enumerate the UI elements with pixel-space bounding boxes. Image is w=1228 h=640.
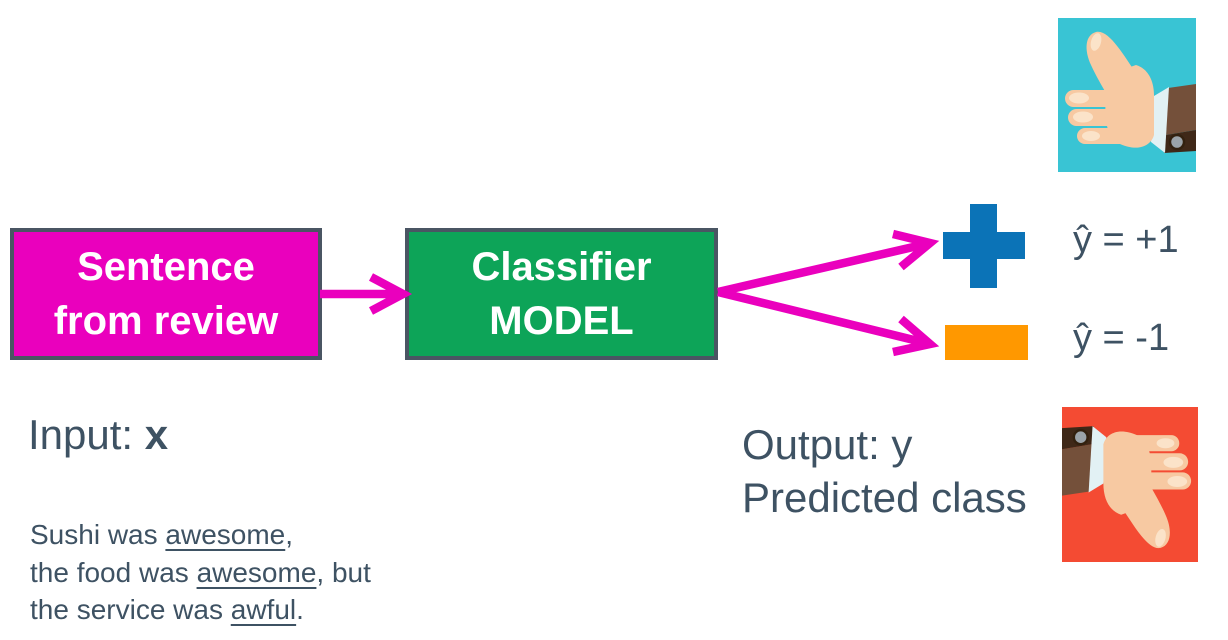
example-review-text: Sushi was awesome, the food was awesome,… — [30, 516, 371, 629]
minus-icon — [945, 325, 1028, 360]
model-box-label-line2: MODEL — [489, 299, 634, 343]
model-box-label-line1: Classifier — [471, 245, 652, 289]
classifier-model-box: Classifier MODEL — [405, 228, 718, 360]
plus-icon — [943, 204, 1025, 288]
example-line: Sushi was awesome, — [30, 519, 294, 550]
positive-class-label: ŷ = +1 — [1073, 219, 1179, 261]
underlined-word: awesome — [196, 556, 317, 588]
example-line: the service was awful. — [30, 594, 304, 625]
input-sentence-box: Sentence from review — [10, 228, 322, 360]
output-caption-line2: Predicted class — [742, 474, 1027, 521]
underlined-word: awful — [230, 594, 297, 625]
thumbs-up-icon — [1058, 18, 1196, 172]
example-line: the food was awesome, but — [30, 556, 371, 588]
input-box-label-line2: from review — [53, 299, 279, 343]
input-box-label-line1: Sentence — [77, 245, 255, 289]
output-caption: Output: y Predicted class — [742, 418, 1027, 524]
input-variable: x — [144, 411, 169, 458]
underlined-word: awesome — [165, 519, 286, 550]
model-to-negative-arrow — [716, 287, 940, 357]
hand-illustration — [1065, 31, 1196, 153]
input-caption-prefix: Input: — [28, 411, 145, 458]
input-to-model-arrow — [320, 273, 413, 315]
negative-class-label: ŷ = -1 — [1073, 317, 1170, 359]
thumbs-down-icon — [1062, 407, 1198, 562]
output-caption-line1: Output: y — [742, 421, 913, 468]
model-to-positive-arrow — [717, 229, 940, 297]
input-caption: Input: x — [28, 410, 168, 460]
